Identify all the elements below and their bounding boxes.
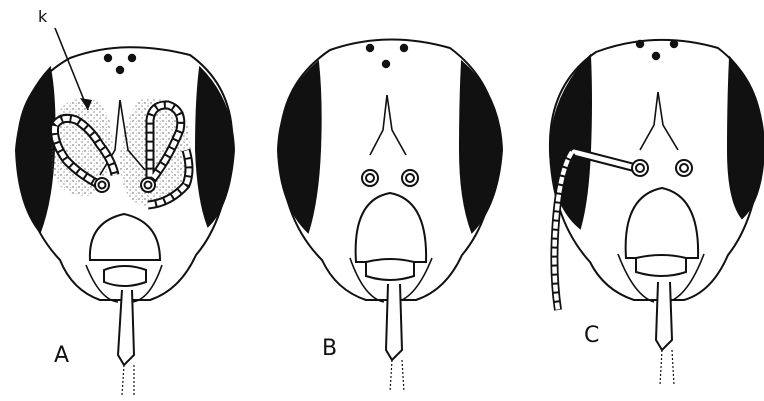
- antennal-socket-b-right: [402, 170, 418, 186]
- panel-label-b: B: [322, 336, 337, 361]
- ocellus-a-3: [117, 67, 123, 73]
- antennal-socket-a-right: [141, 178, 155, 192]
- annotation-k: k: [38, 7, 48, 26]
- head-c: [550, 40, 764, 385]
- labrum-c: [636, 255, 686, 276]
- antennal-socket-a-left: [95, 178, 109, 192]
- ocellus-b-1: [367, 45, 373, 51]
- proboscis-b: [386, 284, 402, 360]
- ocellus-b-2: [401, 45, 407, 51]
- head-a: [16, 47, 234, 395]
- antennal-socket-c-right: [676, 160, 692, 176]
- proboscis-c: [656, 282, 672, 350]
- panel-label-c: C: [584, 323, 599, 348]
- labrum-a: [104, 266, 146, 286]
- ocellus-c-3: [653, 53, 659, 59]
- antennal-socket-b-left: [362, 170, 378, 186]
- compound-eye-a-right: [196, 68, 234, 226]
- ocellus-b-3: [383, 61, 389, 67]
- proboscis-a: [118, 290, 134, 365]
- proboscis-a-tip: [122, 365, 134, 395]
- ocellus-a-1: [105, 55, 111, 61]
- compound-eye-b-right: [460, 62, 502, 232]
- ocellus-c-1: [637, 41, 643, 47]
- head-b: [278, 39, 502, 392]
- compound-eye-c-right: [728, 58, 764, 218]
- labrum-b: [366, 259, 414, 280]
- proboscis-b-tip: [390, 360, 404, 392]
- antennal-socket-c-left: [632, 160, 648, 176]
- compound-eye-b-left: [278, 62, 321, 232]
- ocellus-c-2: [671, 41, 677, 47]
- ocellus-a-2: [129, 55, 135, 61]
- proboscis-c-tip: [660, 350, 674, 385]
- panel-label-a: A: [54, 343, 69, 368]
